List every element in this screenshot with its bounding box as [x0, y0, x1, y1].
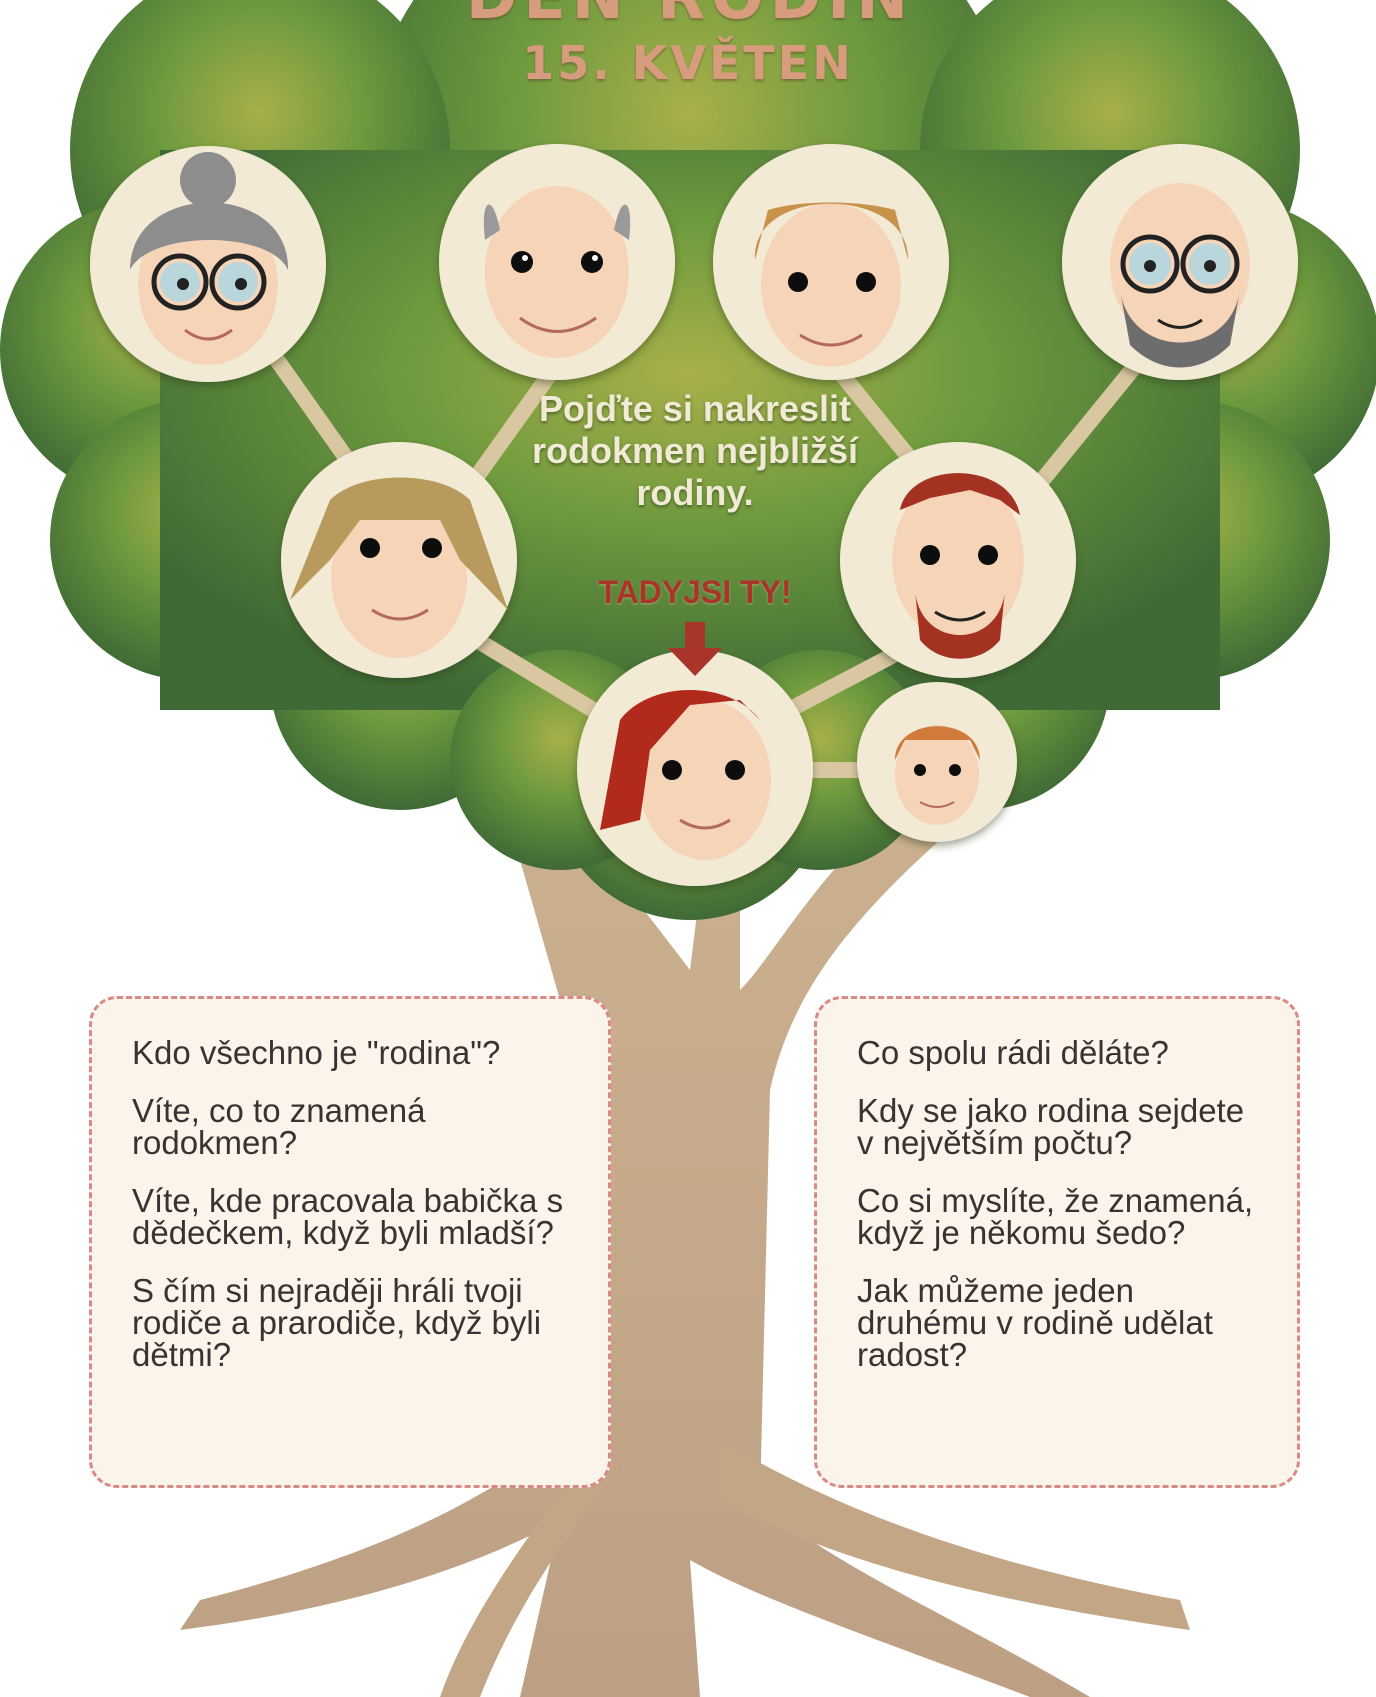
- question-item: Kdy se jako rodina sejdete v největším p…: [857, 1092, 1245, 1161]
- question-item: Víte, kde pracovala babička s dědečkem, …: [132, 1182, 564, 1251]
- tree-trunk: [180, 820, 1190, 1697]
- invite-text: Pojďte si nakreslit rodokmen nejbližší r…: [531, 388, 859, 513]
- date-label: 15. KVĚTEN: [522, 36, 854, 90]
- page-title: DEN RODIN: [380, 0, 1000, 33]
- portrait-grandfather: [439, 144, 675, 380]
- portrait-grandfather-2: [1062, 144, 1298, 380]
- portrait-grandmother-2: [713, 144, 949, 380]
- portrait-child-you: [577, 650, 813, 886]
- question-item: Víte, co to znamená rodokmen?: [132, 1092, 426, 1161]
- portrait-sibling: [857, 682, 1017, 842]
- question-item: Jak můžeme jeden druhému v rodině udělat…: [857, 1272, 1213, 1373]
- portrait-mother: [281, 442, 517, 678]
- questions-box-right: Co spolu rádi děláte? Kdy se jako rodina…: [814, 996, 1300, 1488]
- you-label: TADYJSI TY!: [598, 574, 792, 610]
- portrait-grandmother: [90, 146, 326, 382]
- question-item: S čím si nejraději hráli tvoji rodiče a …: [132, 1272, 542, 1373]
- arrow-down-icon: [668, 622, 722, 676]
- portrait-father: [840, 442, 1076, 678]
- question-item: Co spolu rádi děláte?: [857, 1034, 1169, 1071]
- questions-box-left: Kdo všechno je "rodina"? Víte, co to zna…: [89, 996, 611, 1488]
- question-item: Co si myslíte, že znamená, když je někom…: [857, 1182, 1254, 1251]
- question-item: Kdo všechno je "rodina"?: [132, 1034, 501, 1071]
